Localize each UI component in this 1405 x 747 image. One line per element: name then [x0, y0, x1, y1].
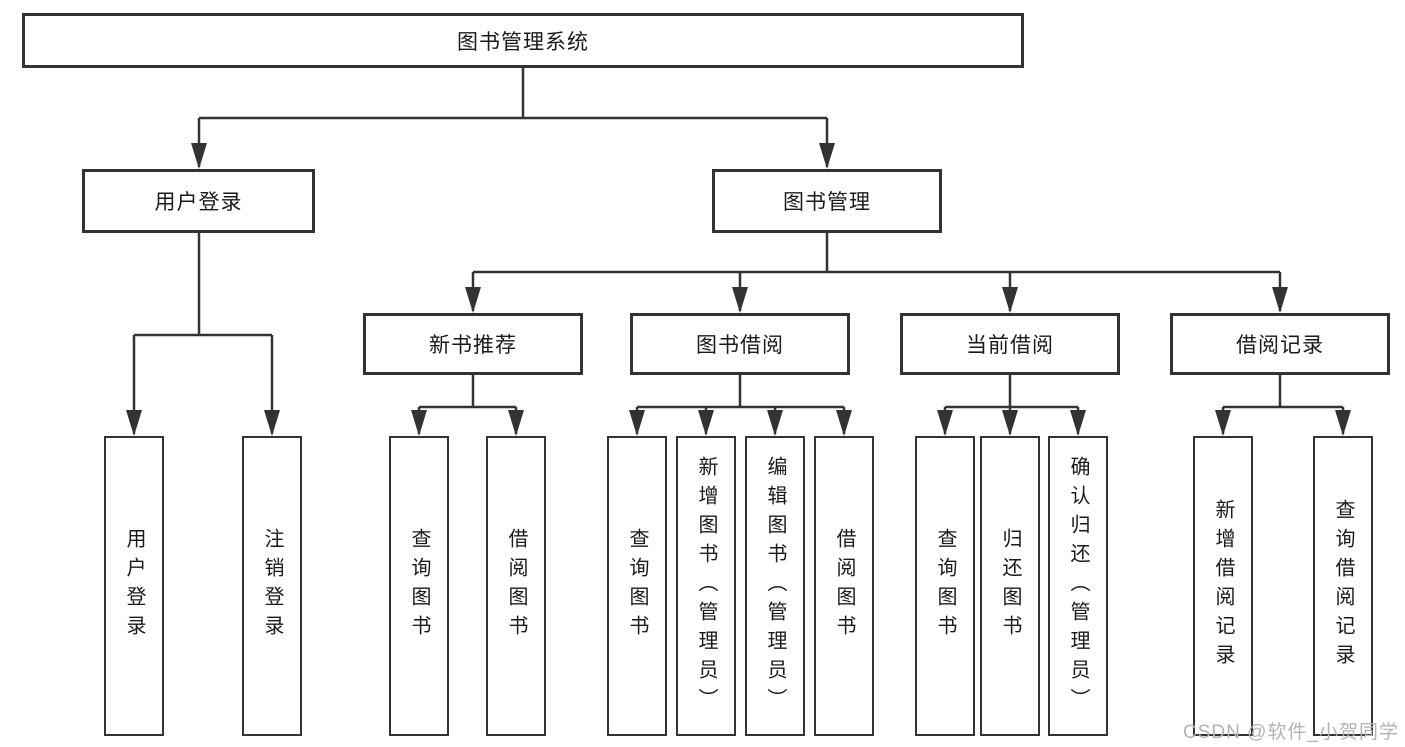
leaf-add-borrow-record: 新增借阅记录 [1193, 436, 1253, 736]
node-label: 图书管理系统 [457, 30, 589, 54]
node-label: 注销登录 [261, 528, 283, 644]
leaf-confirm-return-admin: 确认归还（管理员） [1048, 436, 1108, 736]
node-label: 借阅图书 [833, 528, 855, 644]
node-current-borrowing: 当前借阅 [900, 313, 1120, 375]
leaf-add-books-admin: 新增图书（管理员） [676, 436, 736, 736]
node-label: 图书借阅 [696, 334, 784, 357]
node-book-borrowing: 图书借阅 [630, 313, 850, 375]
node-label: 借阅图书 [505, 528, 527, 644]
leaf-edit-books-admin: 编辑图书（管理员） [745, 436, 805, 736]
node-label: 新增借阅记录 [1212, 499, 1234, 673]
csdn-watermark: CSDN @软件_小贺同学 [1183, 722, 1399, 743]
leaf-return-books: 归还图书 [980, 436, 1040, 736]
node-new-book-recommendation: 新书推荐 [363, 313, 583, 375]
node-label: 新增图书（管理员） [695, 455, 717, 717]
leaf-borrow-books-1: 借阅图书 [486, 436, 546, 736]
node-label: 查询图书 [408, 528, 430, 644]
node-borrowing-records: 借阅记录 [1170, 313, 1390, 375]
node-user-login: 用户登录 [82, 169, 315, 233]
leaf-logout: 注销登录 [242, 436, 302, 736]
leaf-query-books-1: 查询图书 [389, 436, 449, 736]
leaf-query-borrow-record: 查询借阅记录 [1313, 436, 1373, 736]
node-label: 归还图书 [999, 528, 1021, 644]
leaf-query-books-2: 查询图书 [607, 436, 667, 736]
node-label: 确认归还（管理员） [1067, 455, 1089, 717]
node-library-management-system: 图书管理系统 [22, 13, 1024, 68]
node-book-management: 图书管理 [712, 169, 942, 233]
node-label: 借阅记录 [1236, 334, 1324, 357]
leaf-borrow-books-2: 借阅图书 [814, 436, 874, 736]
leaf-query-books-3: 查询图书 [915, 436, 975, 736]
node-label: 新书推荐 [429, 334, 517, 357]
node-label: 图书管理 [783, 191, 871, 214]
leaf-user-login: 用户登录 [104, 436, 164, 736]
node-label: 编辑图书（管理员） [764, 455, 786, 717]
node-label: 用户登录 [154, 191, 243, 214]
node-label: 查询借阅记录 [1332, 499, 1354, 673]
connector-trunks [134, 68, 1343, 409]
node-label: 查询图书 [934, 528, 956, 644]
node-label: 当前借阅 [966, 334, 1054, 357]
node-label: 用户登录 [123, 528, 145, 644]
node-label: 查询图书 [626, 528, 648, 644]
